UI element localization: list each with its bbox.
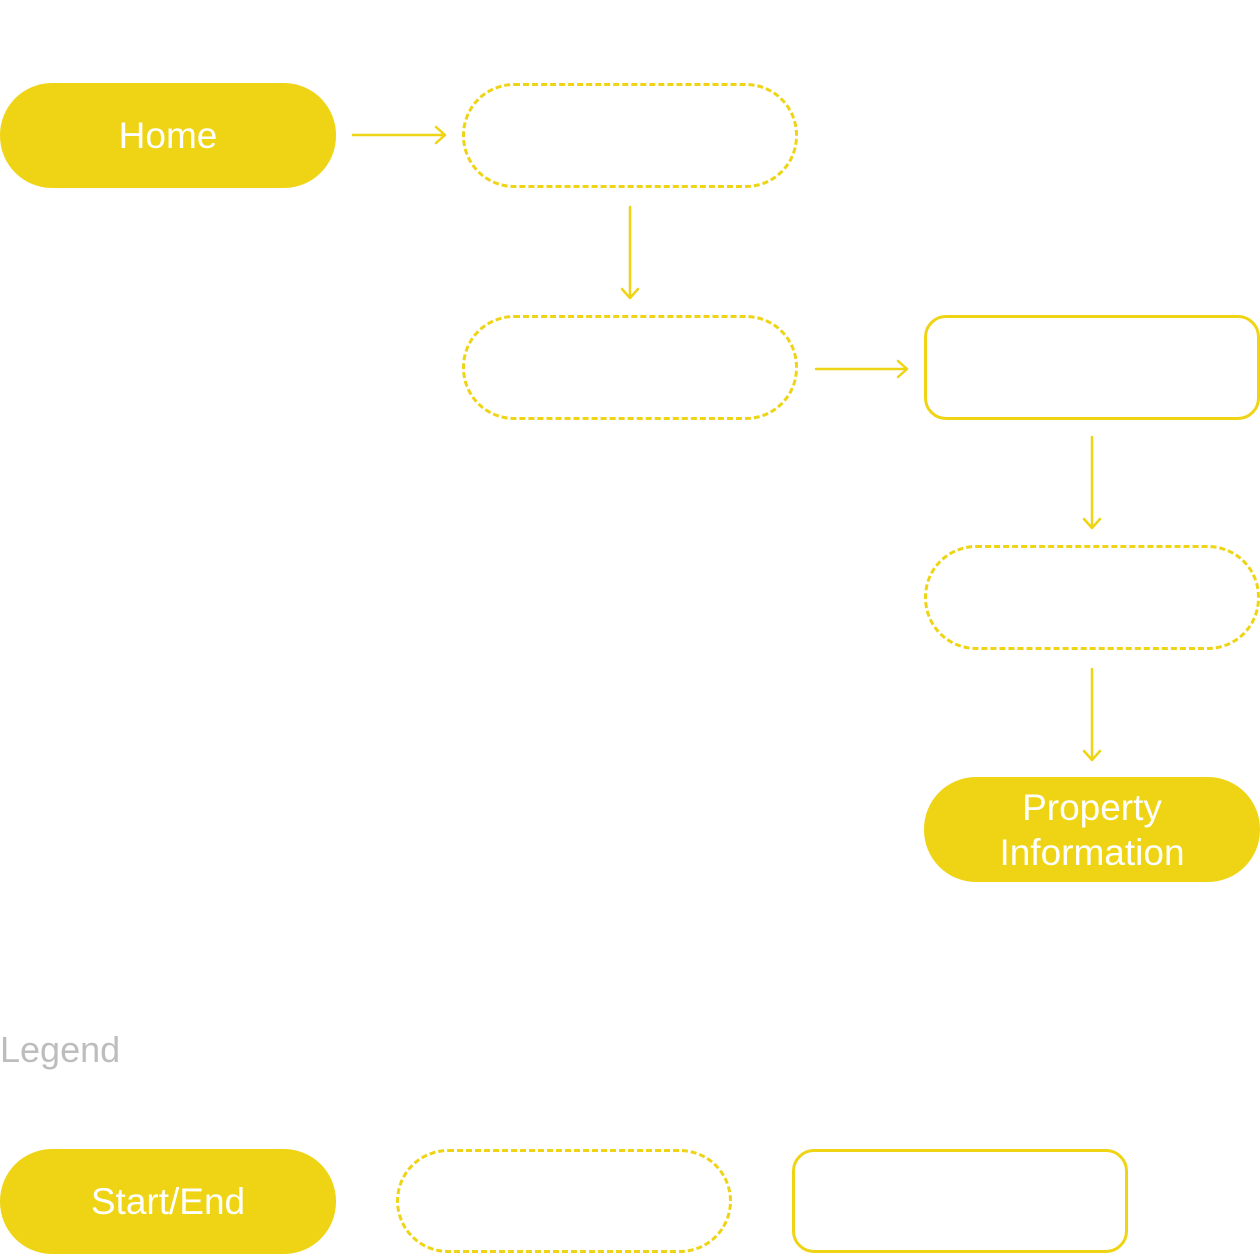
node-home: Home (0, 83, 336, 188)
node-property-information: Property Information (924, 777, 1260, 882)
node-step-2 (462, 315, 798, 420)
legend-start-end: Start/End (0, 1149, 336, 1254)
legend-start-end-label: Start/End (90, 1181, 246, 1222)
legend-dashed-shape (396, 1149, 732, 1253)
node-home-label: Home (118, 115, 218, 156)
node-step-4 (924, 545, 1260, 650)
arrow-step-2-to-step-3 (814, 359, 909, 379)
arrow-step-4-to-property-information (1082, 667, 1102, 762)
node-step-1 (462, 83, 798, 188)
node-step-3 (924, 315, 1260, 420)
arrow-step-3-to-step-4 (1082, 435, 1102, 530)
node-property-information-label: Property Information (999, 786, 1185, 873)
arrow-step-1-to-step-2 (620, 205, 640, 300)
legend-solid-shape (792, 1149, 1128, 1253)
arrow-home-to-step-1 (351, 125, 447, 145)
legend-title: Legend (0, 1029, 121, 1070)
